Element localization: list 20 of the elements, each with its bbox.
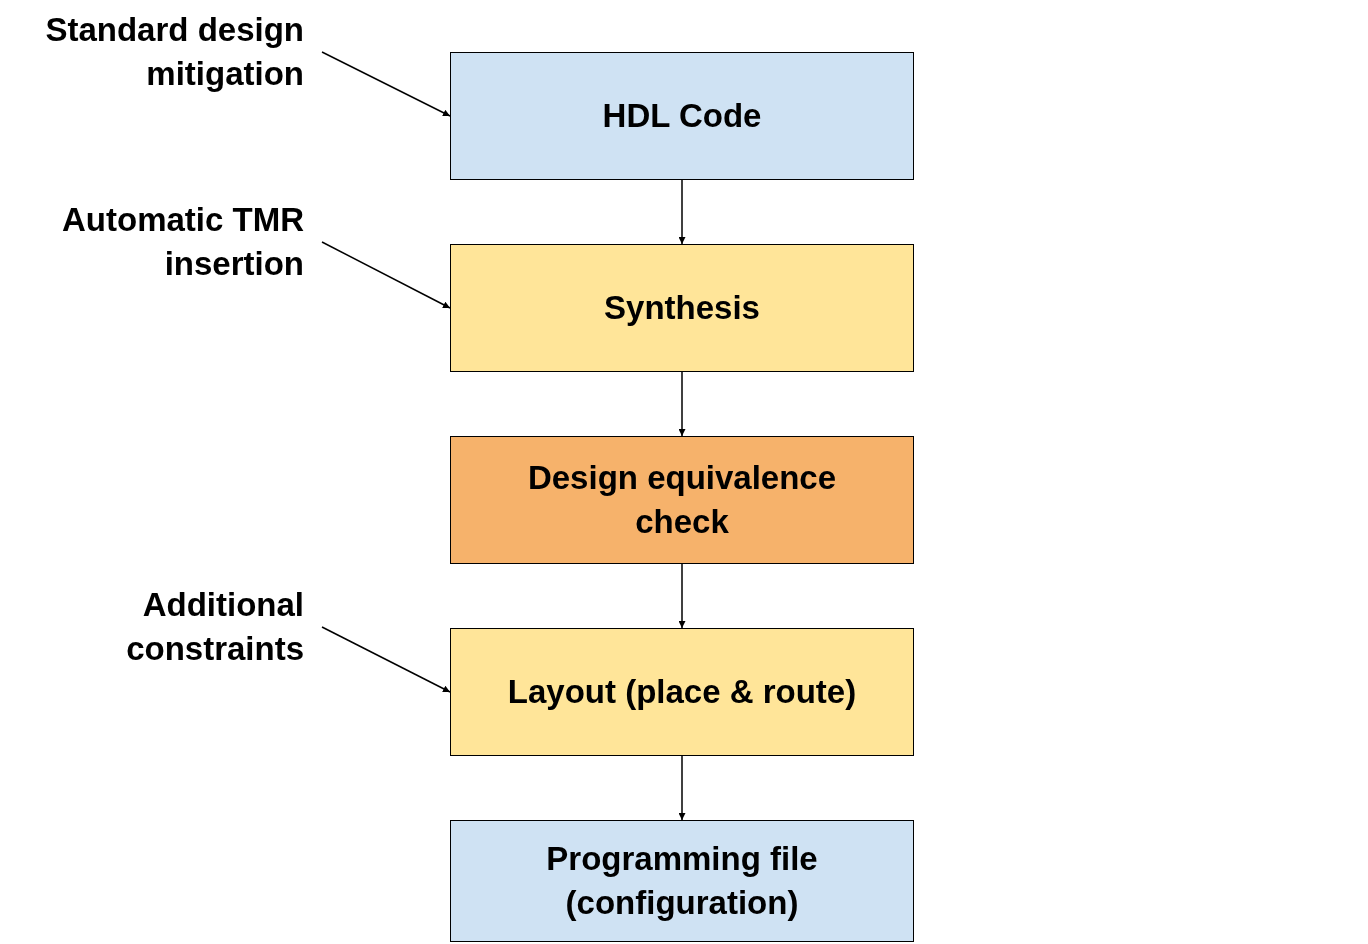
arrow bbox=[678, 179, 686, 245]
input-label: Additional constraints bbox=[0, 583, 304, 671]
box-label: Programming file (configuration) bbox=[545, 839, 819, 923]
box-label: Synthesis bbox=[604, 288, 760, 328]
arrow bbox=[678, 371, 686, 437]
box-label: Layout (place & route) bbox=[507, 672, 857, 712]
process-box bbox=[450, 628, 914, 756]
arrow bbox=[321, 241, 451, 309]
input-label: Automatic TMR insertion bbox=[0, 198, 304, 286]
process-box bbox=[450, 436, 914, 564]
arrow bbox=[321, 51, 451, 117]
process-box bbox=[450, 52, 914, 180]
arrow bbox=[321, 626, 451, 693]
process-box bbox=[450, 244, 914, 372]
arrow bbox=[678, 755, 686, 821]
process-box bbox=[450, 820, 914, 942]
box-label: Design equivalence check bbox=[526, 458, 838, 542]
input-label: Standard design mitigation bbox=[0, 8, 304, 96]
arrow bbox=[678, 563, 686, 629]
box-label: HDL Code bbox=[602, 96, 762, 136]
